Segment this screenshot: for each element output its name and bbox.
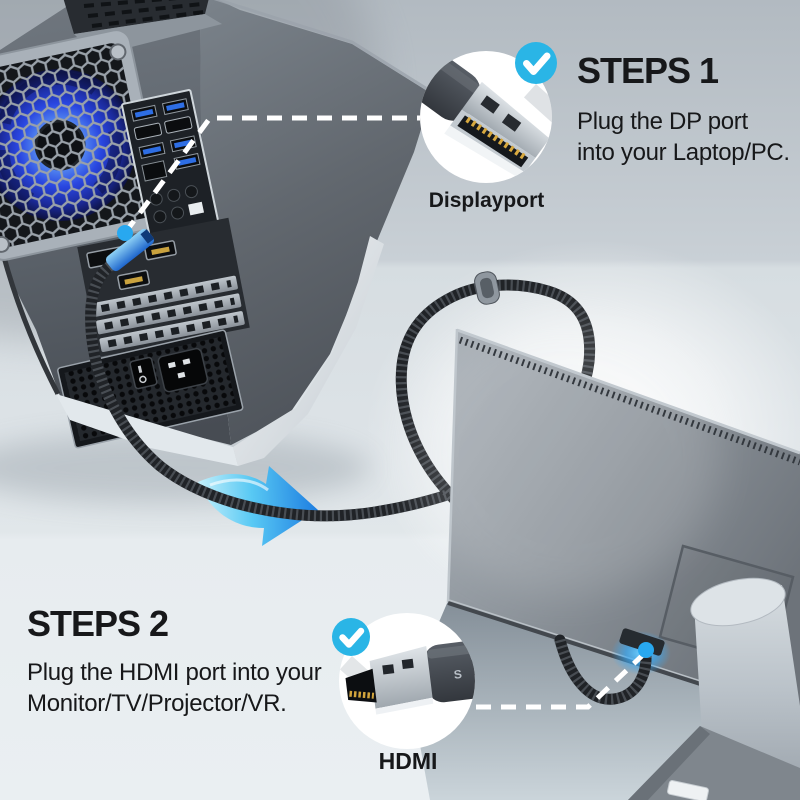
step1-instruction-line1: Plug the DP port [577,108,748,135]
step1-instruction-line2: into your Laptop/PC. [577,139,790,166]
monitor-left-edge [446,328,459,604]
monitor-sheen [410,315,720,595]
monitor [410,315,800,800]
check-icon [515,42,557,84]
hex-mesh [0,43,154,247]
video-ports [133,116,193,141]
power-inlet [157,347,209,393]
dp-connection-dot [117,225,133,241]
tower-stand-right [233,236,384,466]
tower-stand-bottom [56,394,238,466]
stand-hinge [690,577,786,627]
slot-covers [92,275,245,353]
step1-instructions: Plug the DP port into your Laptop/PC. [577,106,790,168]
stand-label [667,780,709,800]
tower-side-panel [200,0,432,445]
tower-side-edge [213,0,433,94]
brand-logo: S [453,667,463,682]
power-switch [129,356,158,390]
pc-tower [0,0,433,504]
callout-line-hdmi [476,642,654,710]
callout-line-dp [117,115,420,241]
top-vent-slots [83,0,205,28]
monitor-top-edge [456,328,800,455]
step2-instructions: Plug the HDMI port into your Monitor/TV/… [27,657,322,719]
hdmi-connection-dot [638,642,654,658]
monitor-stand [628,577,800,800]
cable-tie [474,271,500,305]
step1-title: STEPS 1 [577,50,719,91]
displayport-label: Displayport [428,189,545,212]
step2-instruction-line2: Monitor/TV/Projector/VR. [27,690,287,717]
step2-title: STEPS 2 [27,603,169,644]
check-icon [332,618,370,656]
dp-plug [105,228,155,272]
ethernet-port [141,160,168,182]
monitor-vent-dots [458,336,800,466]
pc-fan-grille [0,29,168,261]
step2-instruction-line1: Plug the HDMI port into your [27,659,322,686]
audio-jacks [149,185,205,224]
hdmi-label: HDMI [378,748,438,774]
